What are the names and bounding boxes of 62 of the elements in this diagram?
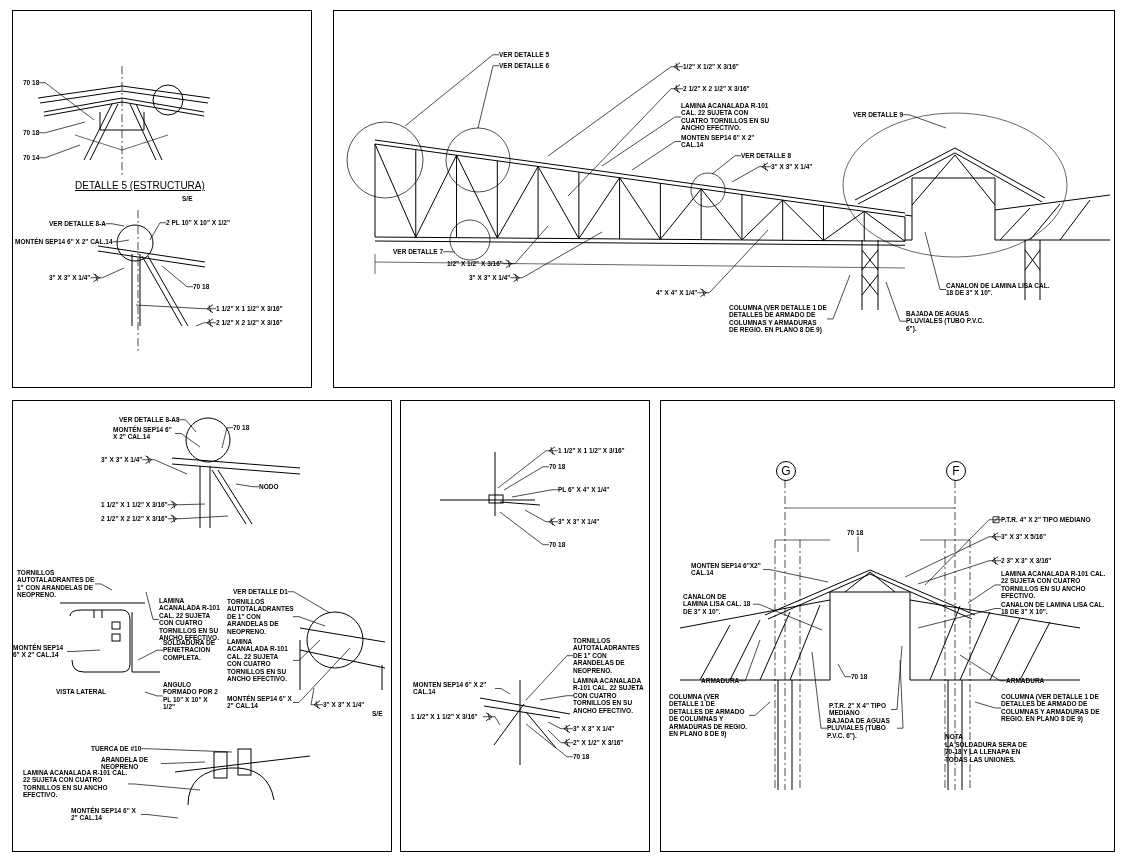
leader-line [525,723,574,758]
leader-line [144,691,164,697]
leader-line [748,701,771,716]
leader-line [141,748,233,753]
leader-line [902,114,947,129]
leader-line [38,82,95,121]
drawing-panel [333,10,1115,388]
leader-line [292,647,351,703]
leader-line [442,251,456,253]
drawing-panel [12,400,392,852]
leader-line [738,639,761,682]
drawing-panel [660,400,1115,852]
leader-line [974,701,1002,709]
leader-line [752,603,823,631]
leader-line [404,54,500,127]
drawing-panel [400,400,650,852]
leader-line [174,433,201,448]
leader-line [503,466,550,491]
leader-line [711,155,742,175]
leader-line [160,761,206,764]
leader-line [140,814,179,819]
leader-line [601,116,682,167]
leader-line [66,649,101,652]
leader-line [94,583,113,591]
leader-line [924,231,947,290]
leader-line [292,616,326,627]
leader-line [885,281,907,322]
leader-line [917,608,1002,629]
leader-line [161,265,194,288]
leader-line [499,511,550,546]
leader-line [292,639,321,661]
leader-line [145,591,160,620]
leader-line [494,688,511,695]
drawing-panel [12,10,312,388]
leader-line [837,663,852,678]
leader-line [112,239,130,243]
leader-line [287,591,331,614]
leader-line [762,569,829,583]
grid-bubble: G [776,461,796,481]
leader-line [149,222,167,241]
leader-line [539,695,574,701]
leader-line [811,651,828,729]
leader-line [826,274,851,320]
leader-line [105,223,125,227]
leader-line [896,659,904,729]
leader-line [511,489,559,498]
leader-line [890,645,903,710]
leader-line [967,584,1002,604]
leader-line [959,654,1007,682]
leader-line [38,144,81,159]
leader-line [235,483,260,488]
leader-line [179,419,197,433]
grid-bubble: F [946,461,966,481]
leader-line [137,649,164,661]
leader-line [477,65,500,129]
leader-line [221,427,234,449]
leader-line [525,655,574,701]
leader-line [857,536,859,553]
leader-line [631,141,682,171]
detail-title: DETALLE 5 (ESTRUCTURA) [75,180,205,192]
leader-line [127,783,201,791]
leader-line [38,121,86,134]
